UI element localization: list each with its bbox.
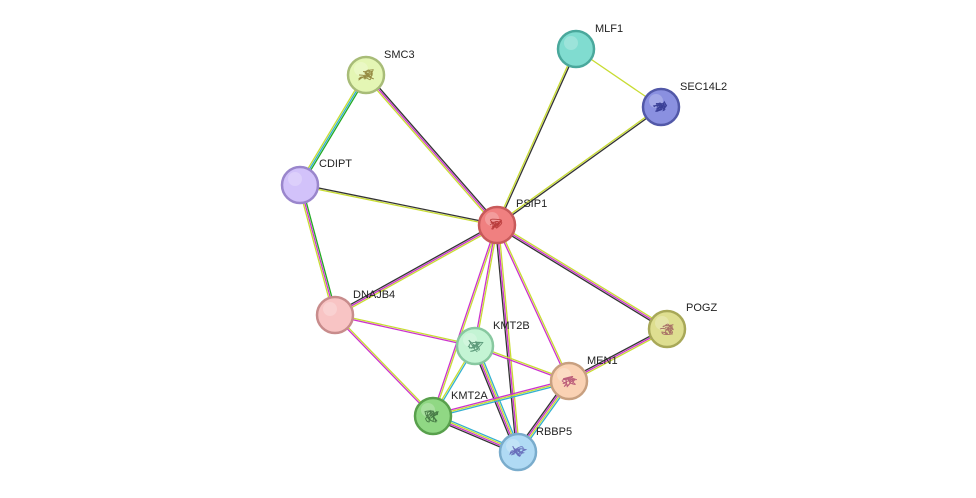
protein-structure-icon [489,218,503,230]
edge-line-coexpression [497,49,578,226]
node-psip1[interactable]: PSIP1 [477,198,547,245]
node-circle-dnajb4[interactable] [315,295,355,335]
node-sec14l2[interactable]: SEC14L2 [641,81,727,127]
node-label-kmt2b: KMT2B [493,320,530,332]
edge-line-coexpression [333,223,497,315]
edge-line-database [299,74,367,186]
node-pogz[interactable]: POGZ [647,302,717,349]
edge-psip1-cdipt [299,183,498,227]
protein-structure-icon [561,375,578,388]
edge-psip1-dnajb4 [333,223,499,317]
edge-psip1-kmt2b [473,224,499,347]
protein-structure-icon [509,446,528,457]
node-men1[interactable]: MEN1 [549,355,618,401]
edge-line-textmining [475,225,499,347]
edge-line-experiments [334,224,498,316]
edge-line-neighborhood [300,75,368,187]
edge-line-textmining [335,313,435,416]
node-highlight [655,316,669,330]
edge-line-textmining [298,73,366,185]
edge-line-experiments [496,224,519,453]
node-highlight [288,172,302,186]
protein-structure-icon [424,409,439,423]
edge-line-textmining [364,75,497,227]
node-label-psip1: PSIP1 [516,198,547,210]
edge-psip1-sec14l2 [496,105,662,227]
edge-line-coexpression [300,183,498,225]
node-rbbp5[interactable]: RBBP5 [498,426,572,472]
edge-men1-kmt2a [432,378,570,419]
edge-line-textmining [335,225,499,317]
node-kmt2a[interactable]: KMT2A [413,390,488,436]
edge-line-textmining [432,380,570,417]
edge-smc3-cdipt [298,73,368,187]
node-kmt2b[interactable]: KMT2B [455,320,530,366]
edge-line-experiments [365,74,498,226]
node-circle-cdipt[interactable] [280,165,320,205]
node-highlight [564,36,578,50]
node-smc3[interactable]: SMC3 [346,49,415,95]
edge-psip1-kmt2a [431,224,499,417]
edge-line-textmining [297,185,335,316]
node-label-cdipt: CDIPT [319,158,352,170]
edge-line-textmining [497,224,521,452]
edge-line-experiments [495,225,569,382]
edge-dnajb4-kmt2a [333,313,435,418]
edge-psip1-men1 [495,224,571,382]
edge-psip1-pogz [495,223,669,331]
edge-line-experiments [334,315,475,348]
edge-line-textmining [495,48,576,225]
protein-structure-icon [467,339,484,353]
node-label-dnajb4: DNAJB4 [353,289,395,301]
node-highlight [323,302,337,316]
edge-line-textmining [433,225,499,417]
node-highlight [463,333,477,347]
node-circle-mlf1[interactable] [556,29,596,69]
edge-line-experiments [473,224,497,346]
node-label-smc3: SMC3 [384,49,415,61]
edge-psip1-rbbp5 [494,224,521,453]
edge-line-experiments [299,184,336,316]
node-highlight [354,62,368,76]
node-label-rbbp5: RBBP5 [536,426,572,438]
edge-line-database [433,381,570,419]
edge-line-textmining [497,224,571,381]
node-label-men1: MEN1 [587,355,618,367]
edge-line-textmining [497,223,669,329]
protein-structure-icon [652,100,668,113]
edge-line-experiments [333,315,433,418]
protein-structure-icon [358,69,374,81]
node-label-sec14l2: SEC14L2 [680,81,727,93]
node-label-kmt2a: KMT2A [451,390,488,402]
edge-line-coexpression [494,225,518,453]
edge-cdipt-dnajb4 [297,184,338,316]
edge-line-textmining [299,185,497,227]
edge-line-experiments [431,224,497,416]
node-label-mlf1: MLF1 [595,23,623,35]
edge-psip1-smc3 [364,73,499,227]
node-dnajb4[interactable]: DNAJB4 [315,289,395,335]
node-mlf1[interactable]: MLF1 [556,23,623,69]
edge-line-textmining [496,105,661,225]
edge-psip1-mlf1 [495,48,578,226]
edge-line-neighborhood [300,184,338,315]
edge-line-textmining [335,313,476,346]
edge-line-coexpression [366,73,499,225]
edge-line-coexpression [495,225,667,331]
node-cdipt[interactable]: CDIPT [280,158,352,205]
edge-line-coexpression [497,107,662,227]
edge-line-experiments [432,378,569,416]
edge-dnajb4-kmt2b [334,313,476,348]
edge-line-experiments [496,224,668,330]
protein-structure-icon [659,323,674,335]
node-label-pogz: POGZ [686,302,717,314]
